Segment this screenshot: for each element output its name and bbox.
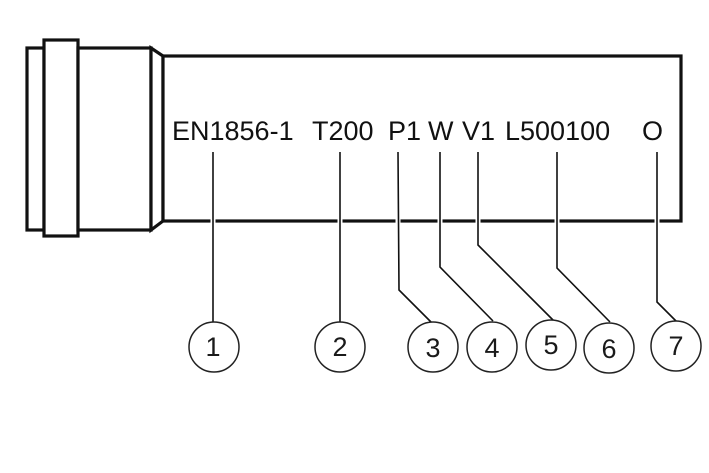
callout-2: 2: [314, 321, 366, 373]
pipe-socket-taper: [149, 45, 165, 234]
callout-number: 4: [484, 333, 499, 363]
callout-number: 5: [543, 330, 558, 360]
marking-standard: EN1856-1: [172, 116, 294, 146]
leader-lines: [210, 151, 677, 323]
callout-number: 2: [332, 332, 347, 362]
leader-line-5: [477, 152, 554, 321]
callout-number: 3: [425, 333, 440, 363]
marking-soot-fire: O: [642, 116, 663, 146]
marking-corrosion: V1: [462, 116, 495, 146]
pipe-end-cap: [25, 46, 46, 232]
callout-4: 4: [466, 321, 518, 373]
callout-3: 3: [407, 321, 459, 373]
marking-condensate: W: [428, 116, 454, 146]
callout-1: 1: [188, 321, 240, 373]
leader-line-4: [439, 152, 494, 322]
pipe-barrel: [161, 54, 683, 223]
leader-line-6: [556, 152, 611, 323]
leader-line-7: [656, 152, 677, 322]
callout-7: 7: [650, 320, 702, 372]
pipe: [25, 38, 683, 238]
callout-number: 6: [601, 334, 616, 364]
leader-line-3: [397, 151, 432, 323]
marking-liner: L500100: [505, 116, 610, 146]
callout-number: 1: [205, 332, 220, 362]
marking-temperature: T200: [312, 116, 374, 146]
callout-5: 5: [525, 319, 577, 371]
callout-number: 7: [668, 331, 683, 361]
callouts: 1 2 3 4 5 6 7: [188, 319, 702, 374]
callout-6: 6: [583, 322, 635, 374]
marking-pressure: P1: [388, 116, 421, 146]
pipe-socket-body: [76, 46, 153, 232]
pipe-marking-text: EN1856-1 T200 P1 W V1 L500100 O: [172, 116, 663, 146]
pipe-socket-ring: [42, 38, 80, 238]
